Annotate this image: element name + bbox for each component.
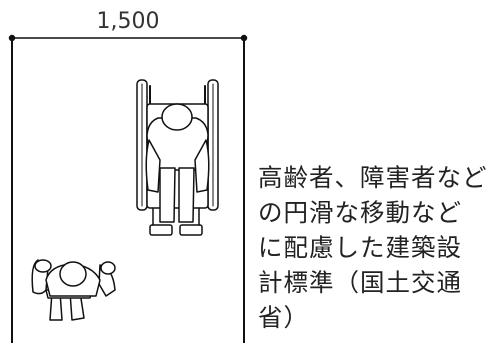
left-footrest xyxy=(149,224,173,236)
dimension-line xyxy=(8,34,248,42)
right-arm xyxy=(194,139,210,193)
caption-line-1: 高齢者、障害者など xyxy=(258,163,488,192)
right-leg xyxy=(178,167,195,223)
torso xyxy=(146,117,209,171)
walking-person-figure xyxy=(31,259,116,321)
left-leg xyxy=(159,167,176,223)
right-footrest xyxy=(179,224,203,236)
dimension-width-label: 1,500 xyxy=(97,9,160,34)
caption-line-2: の円滑な移動など xyxy=(258,198,462,227)
left-arm xyxy=(145,139,161,193)
wheelchair-user-figure xyxy=(136,79,219,236)
head xyxy=(161,103,193,131)
caption-line-5: 省） xyxy=(258,303,309,332)
caption-line-4: 計標準（国土交通 xyxy=(258,268,462,297)
caption-line-3: に配慮した建築設 xyxy=(258,233,462,262)
caption-text: 高齢者、障害者など の円滑な移動など に配慮した建築設 計標準（国土交通 省） xyxy=(258,160,503,335)
head xyxy=(59,261,87,287)
